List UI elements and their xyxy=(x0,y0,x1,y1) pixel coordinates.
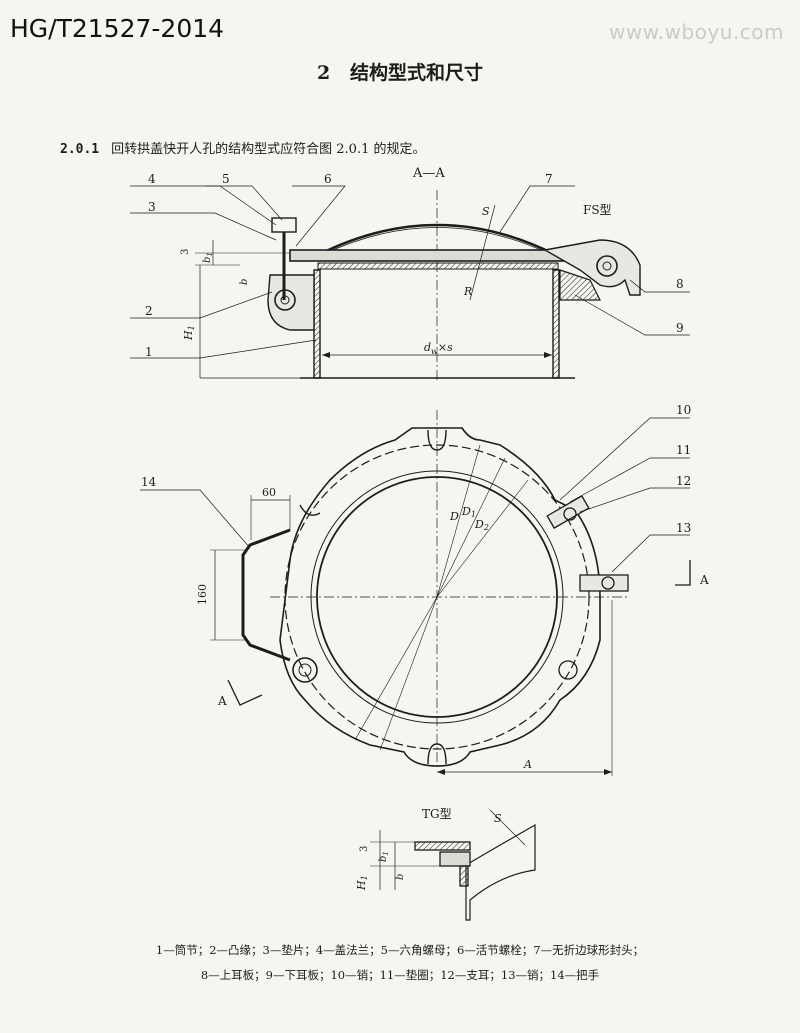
tg-detail: TG型 3 b1 b H1 S xyxy=(355,807,536,921)
hinge-pin-right xyxy=(596,255,618,277)
dim-D2: D2 xyxy=(474,518,489,532)
section-label: A—A xyxy=(412,166,445,181)
part-8: 8 xyxy=(676,277,684,291)
section-title: 2 结构型式和尺寸 xyxy=(0,58,800,85)
part-10: 10 xyxy=(676,403,691,417)
tg-dim-b: b xyxy=(395,874,406,880)
bolt-circle xyxy=(284,444,590,750)
dim-S: S xyxy=(482,205,490,218)
part-14: 14 xyxy=(141,475,157,489)
handle xyxy=(241,528,291,662)
part-11: 11 xyxy=(676,443,691,457)
dim-R: R xyxy=(463,285,472,298)
inner-opening xyxy=(316,476,558,718)
tg-dim-3: 3 xyxy=(359,846,370,852)
gasket xyxy=(317,262,559,270)
plan-view: 60 160 D D1 D2 A A A 10 11 12 13 14 xyxy=(140,403,709,776)
part-6: 6 xyxy=(324,172,332,186)
dim-A: A xyxy=(523,758,532,771)
legend-line-2: 8—上耳板；9—下耳板；10—销；11—垫圈；12—支耳；13—销；14—把手 xyxy=(200,968,600,982)
part-7: 7 xyxy=(545,172,553,186)
dome-head xyxy=(317,223,557,257)
dim-b: b xyxy=(239,279,250,285)
part-2: 2 xyxy=(145,304,153,318)
dim-b1: b1 xyxy=(202,252,214,263)
standard-code: HG/T21527-2014 xyxy=(10,14,225,43)
tg-dim-S: S xyxy=(494,812,502,825)
cover-flange-outline xyxy=(279,427,601,767)
dim-160: 160 xyxy=(196,584,209,605)
dim-H1: H1 xyxy=(182,325,196,341)
section-title-text: 结构型式和尺寸 xyxy=(350,62,484,84)
flange-lug xyxy=(267,274,315,331)
dim-D1: D1 xyxy=(461,505,476,519)
tg-type-label: TG型 xyxy=(422,807,452,821)
dim-60: 60 xyxy=(262,486,276,499)
watermark: www.wboyu.com xyxy=(609,20,784,44)
lower-lug xyxy=(559,269,601,301)
legend-line-1: 1—筒节；2—凸缘；3—垫片；4—盖法兰；5—六角螺母；6—活节螺栓；7—无折边… xyxy=(155,943,645,957)
section-number: 2 xyxy=(316,62,331,84)
part-12: 12 xyxy=(676,474,691,488)
dim-3: 3 xyxy=(180,249,191,255)
shell-left xyxy=(313,269,321,379)
part-3: 3 xyxy=(148,200,156,214)
upper-lug xyxy=(542,239,641,296)
hinge-lug xyxy=(579,574,629,592)
dim-dw: dw×s xyxy=(424,341,453,356)
section-view: A—A dw×s R S xyxy=(130,166,690,380)
clause-number: 2.0.1 xyxy=(60,142,100,157)
dim-D: D xyxy=(449,510,459,523)
support-lug xyxy=(546,495,590,529)
part-5: 5 xyxy=(222,172,230,186)
fs-type-label: FS型 xyxy=(583,203,612,217)
tg-dim-H1: H1 xyxy=(355,875,369,891)
shell-right xyxy=(552,269,560,379)
cover-flange xyxy=(289,249,581,262)
view-marker-left: A xyxy=(217,694,227,708)
part-9: 9 xyxy=(676,321,684,335)
clause-paragraph: 2.0.1 回转拱盖快开人孔的结构型式应符合图 2.0.1 的规定。 xyxy=(60,138,425,157)
tg-dim-b1: b1 xyxy=(378,851,390,862)
clause-text: 回转拱盖快开人孔的结构型式应符合图 2.0.1 的规定。 xyxy=(111,142,426,157)
view-marker-right: A xyxy=(699,573,709,587)
part-13: 13 xyxy=(676,521,691,535)
part-1: 1 xyxy=(145,345,153,359)
part-4: 4 xyxy=(148,172,156,186)
tg-head xyxy=(465,823,536,921)
